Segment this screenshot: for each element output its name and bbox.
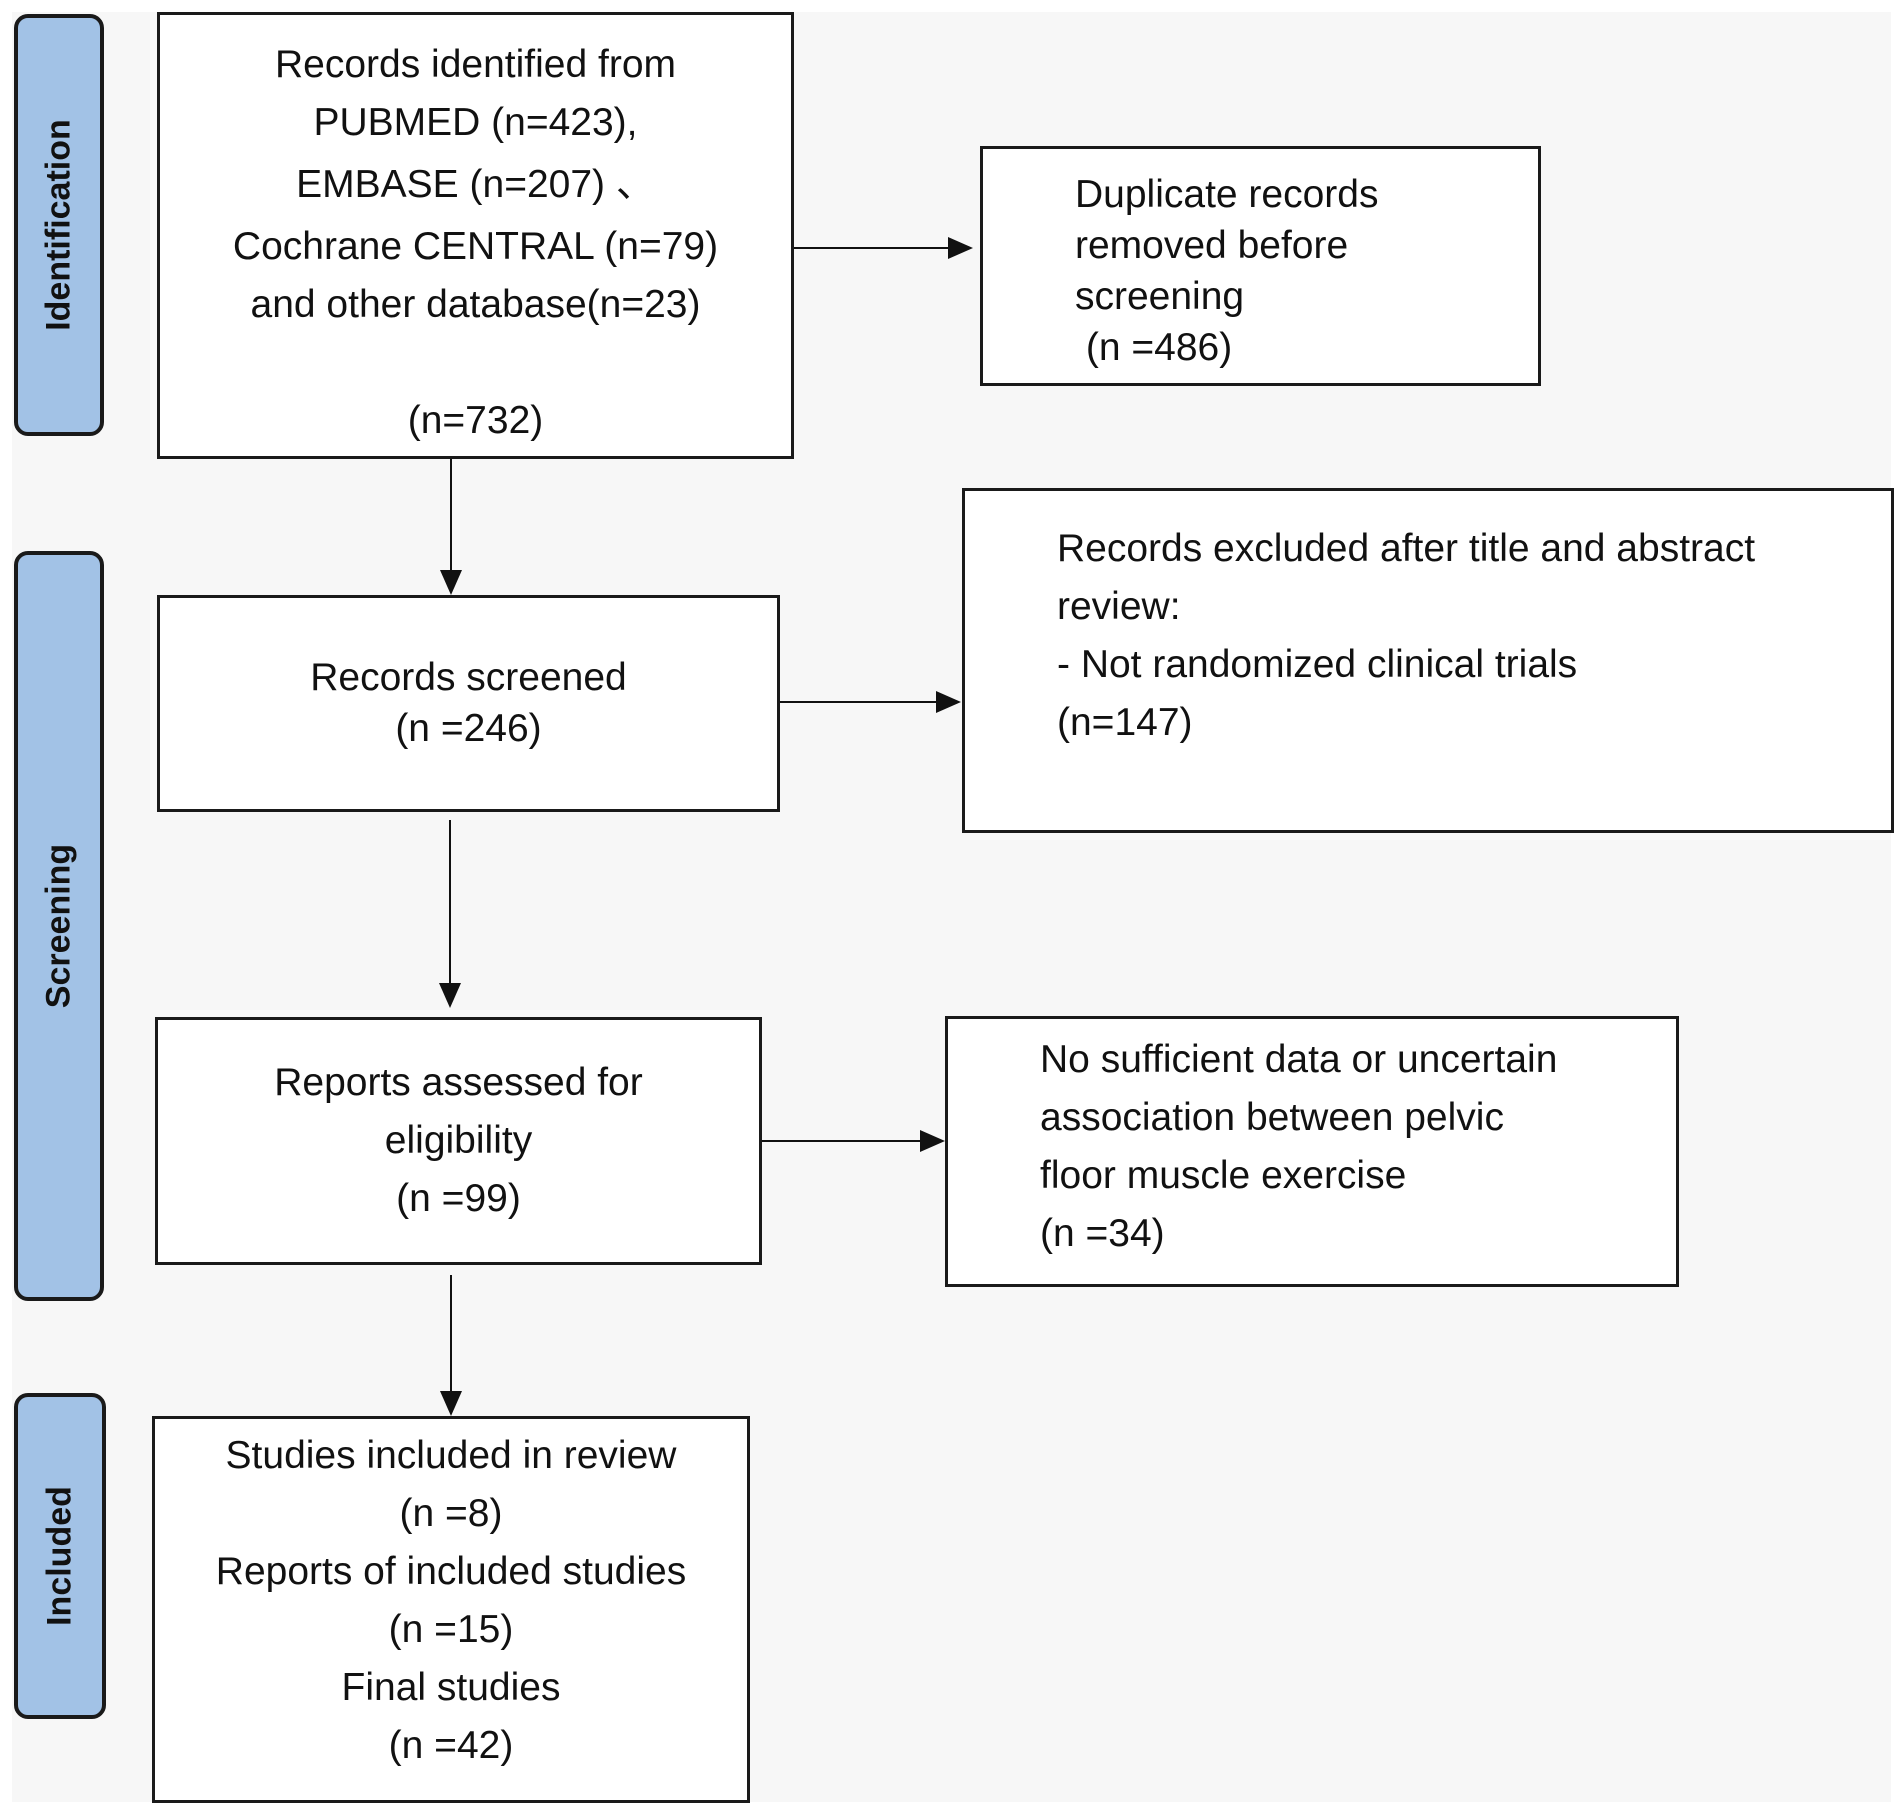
insufficient-line-1: No sufficient data or uncertain — [1040, 1038, 1558, 1081]
insufficient-line-2: association between pelvic — [1040, 1096, 1504, 1139]
duplicates-line-3: screening — [1075, 275, 1245, 318]
insufficient-line-4: (n =34) — [1040, 1212, 1165, 1255]
stage-tab-identification: Identification — [14, 14, 104, 436]
duplicates-line-4: (n =486) — [1075, 326, 1233, 369]
reports-assessed-box: Reports assessed for eligibility (n =99) — [155, 1017, 762, 1265]
included-line-1: Studies included in review — [225, 1434, 677, 1477]
insufficient-data-box: No sufficient data or uncertain associat… — [945, 1016, 1679, 1287]
excluded-line-3: - Not randomized clinical trials — [1057, 643, 1578, 686]
arrowhead-excluded — [936, 691, 961, 713]
arrowhead-screened — [440, 570, 462, 595]
assessed-line-3: (n =99) — [396, 1177, 521, 1220]
arrowhead-included — [440, 1391, 462, 1416]
arrowhead-duplicates — [948, 237, 973, 259]
included-line-3: Reports of included studies — [215, 1550, 687, 1593]
identified-line-1: Records identified from — [274, 43, 676, 86]
included-line-4: (n =15) — [388, 1608, 514, 1651]
screened-line-2: (n =246) — [395, 707, 542, 750]
identified-line-4: Cochrane CENTRAL (n=79) — [232, 225, 719, 268]
assessed-line-1: Reports assessed for — [274, 1061, 643, 1104]
included-line-2: (n =8) — [399, 1492, 503, 1535]
stage-tab-screening: Screening — [14, 551, 104, 1301]
duplicates-line-2: removed before — [1075, 224, 1349, 267]
excluded-line-1: Records excluded after title and abstrac… — [1057, 527, 1756, 570]
identified-total: (n=732) — [407, 399, 544, 442]
arrowhead-assessed — [439, 983, 461, 1008]
assessed-line-2: eligibility — [384, 1119, 533, 1162]
records-screened-box: Records screened (n =246) — [157, 595, 780, 812]
identified-line-5: and other database(n=23) — [250, 283, 701, 326]
records-excluded-box: Records excluded after title and abstrac… — [962, 488, 1894, 833]
studies-included-box: Studies included in review (n =8) Report… — [152, 1416, 750, 1803]
stage-tab-included: Included — [14, 1393, 106, 1719]
duplicates-removed-box: Duplicate records removed before screeni… — [980, 146, 1541, 386]
identified-line-3: EMBASE (n=207) 、 — [296, 163, 655, 206]
duplicates-line-1: Duplicate records — [1075, 173, 1379, 216]
insufficient-line-3: floor muscle exercise — [1040, 1154, 1407, 1197]
screened-line-1: Records screened — [310, 656, 627, 699]
excluded-line-4: (n=147) — [1057, 701, 1193, 744]
arrowhead-insufficient — [920, 1130, 945, 1152]
included-line-6: (n =42) — [388, 1724, 514, 1767]
excluded-line-2: review: — [1057, 585, 1181, 628]
included-line-5: Final studies — [341, 1666, 561, 1709]
identified-line-2: PUBMED (n=423), — [313, 101, 638, 144]
records-identified-box: Records identified from PUBMED (n=423), … — [157, 12, 794, 459]
